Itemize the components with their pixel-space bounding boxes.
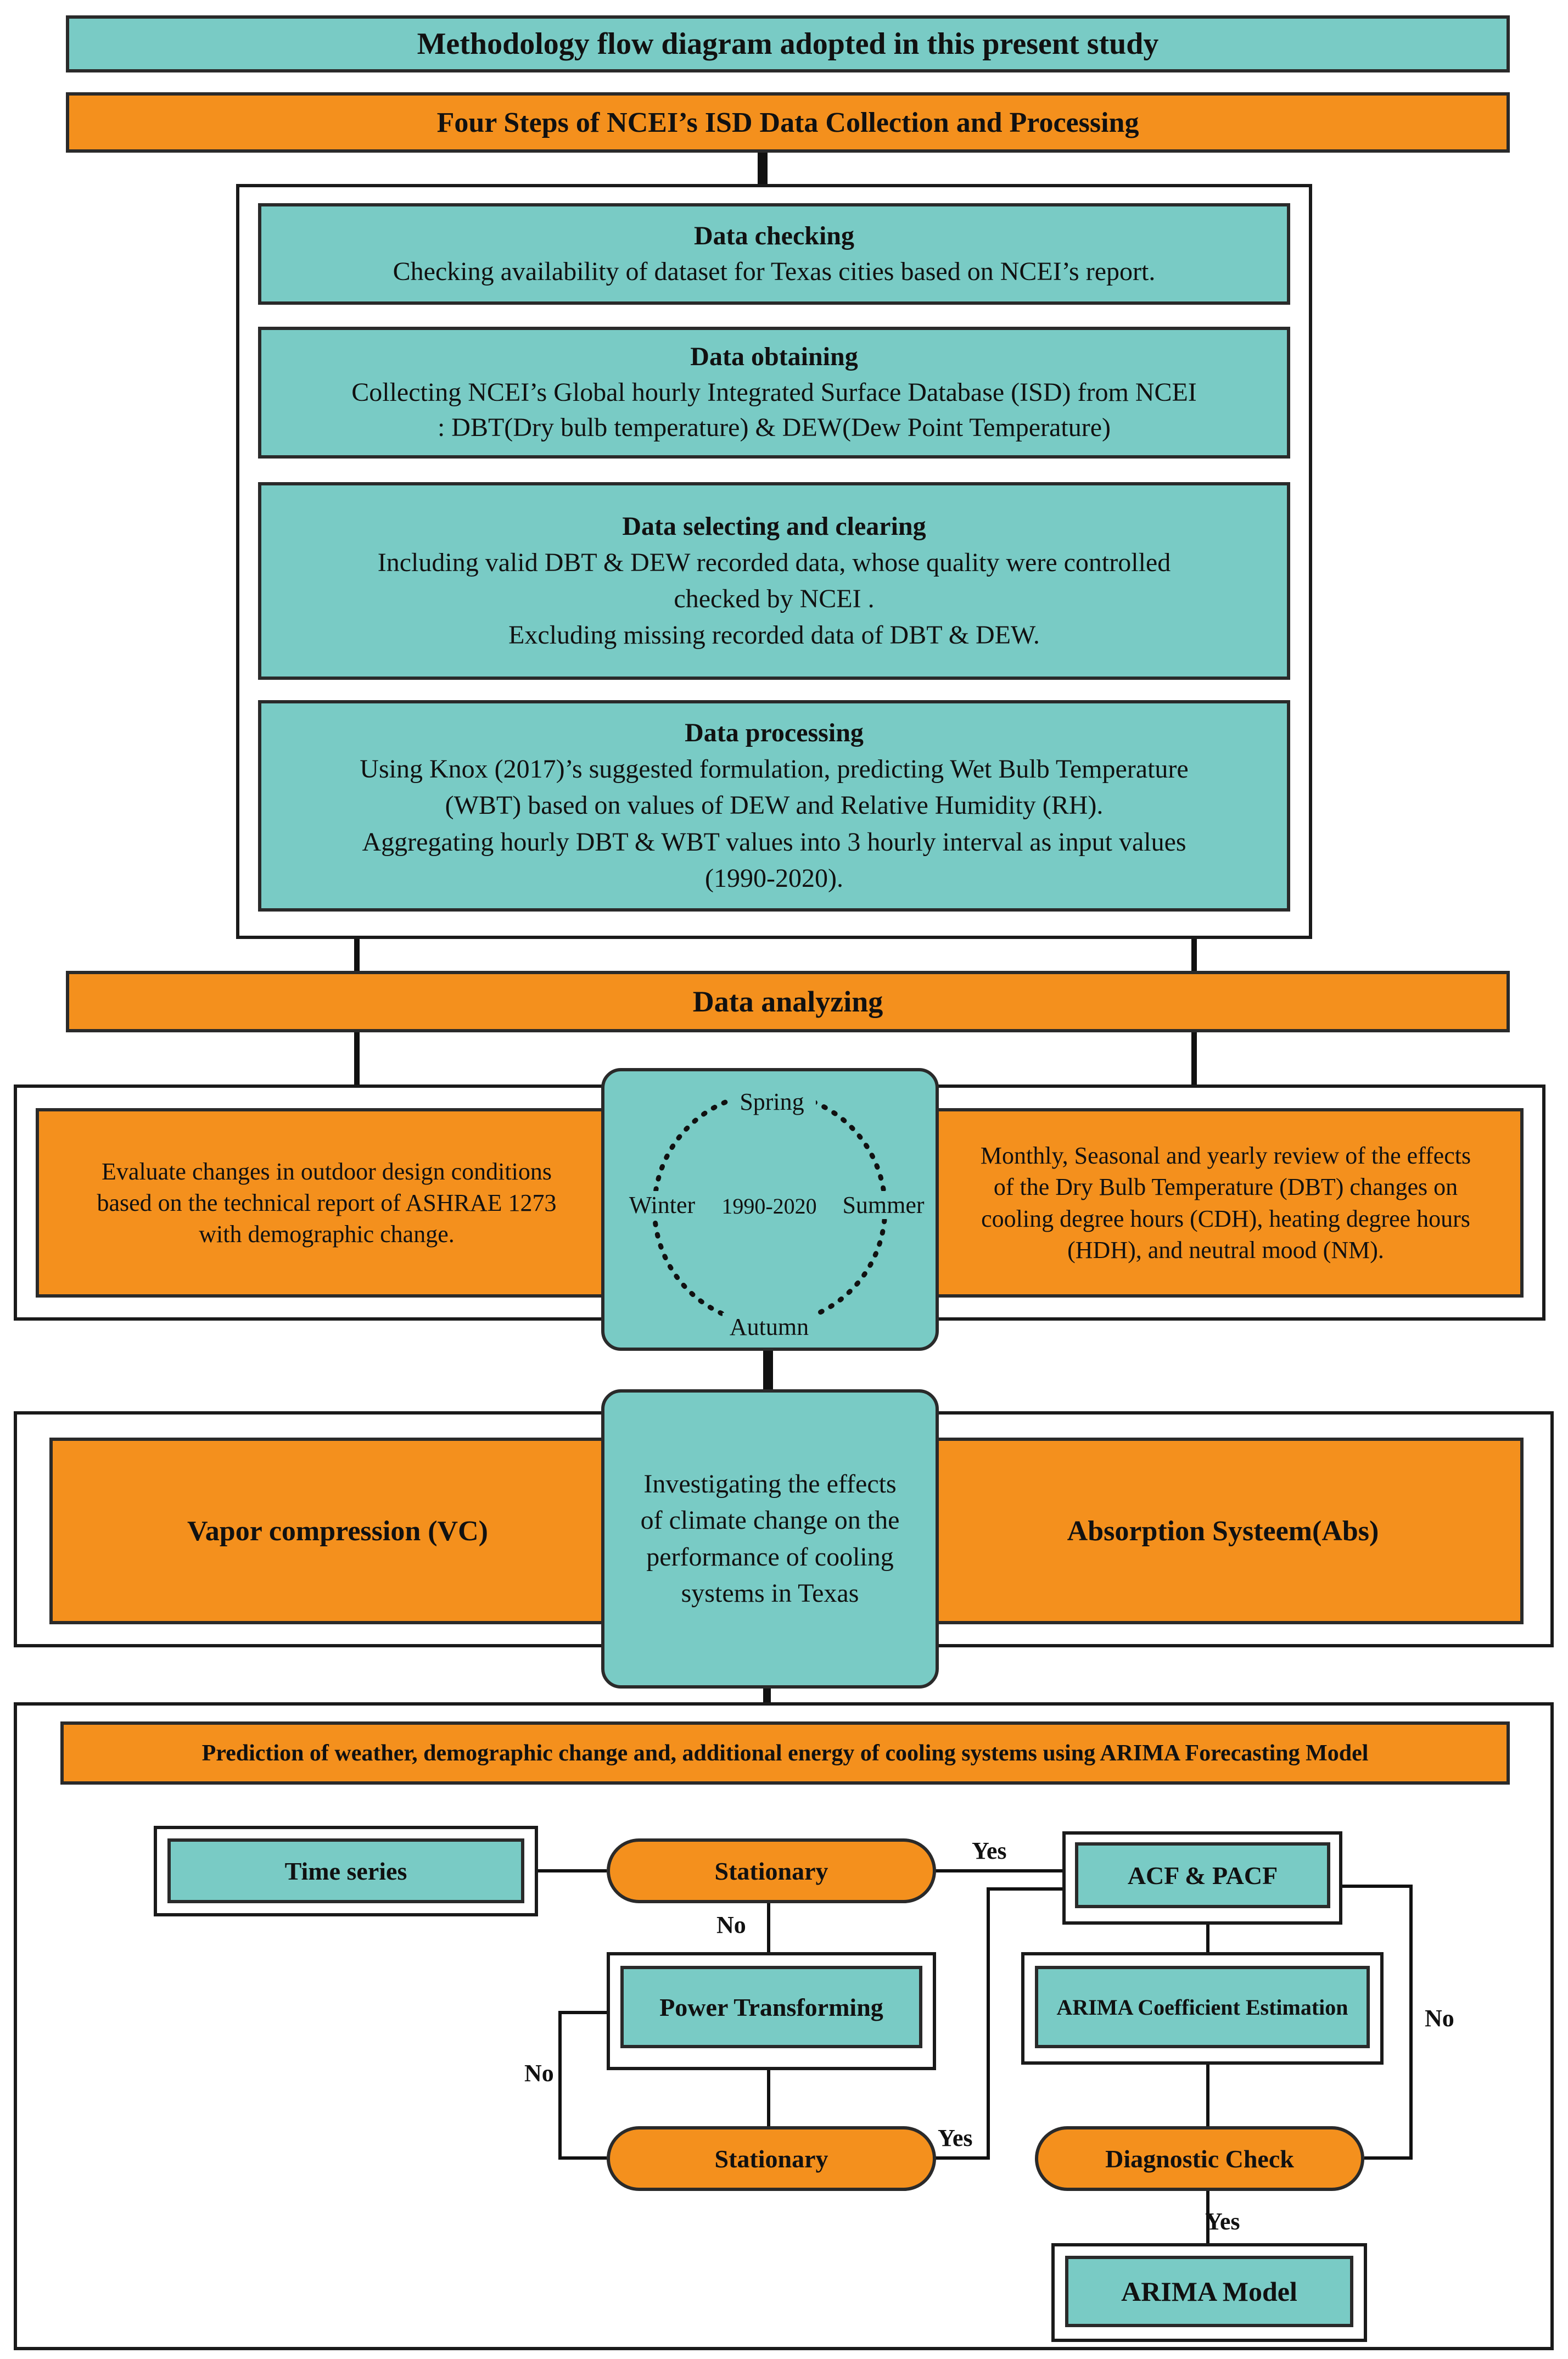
label-no-diagnostic: No <box>1425 2005 1454 2032</box>
systems-center-line: performance of cooling <box>646 1542 894 1572</box>
analysis-left-box: Evaluate changes in outdoor design condi… <box>36 1108 618 1298</box>
acf-pacf-text: ACF & PACF <box>1127 1861 1278 1890</box>
step-data-obtaining: Data obtaining Collecting NCEI’s Global … <box>258 327 1290 459</box>
label-yes-stationary-2: Yes <box>938 2125 973 2151</box>
coef-estimation-text: ARIMA Coefficient Estimation <box>1056 1994 1348 2020</box>
season-period: 1990-2020 <box>721 1194 817 1218</box>
connector-analyzing-left <box>354 1032 360 1087</box>
connector-header-steps <box>758 153 768 186</box>
season-winter: Winter <box>615 1191 709 1219</box>
step-data-processing: Data processing Using Knox (2017)’s sugg… <box>258 700 1290 912</box>
systems-center-line: systems in Texas <box>681 1578 859 1608</box>
coef-estimation-box: ARIMA Coefficient Estimation <box>1035 1966 1370 2048</box>
stationary-2-text: Stationary <box>714 2144 828 2173</box>
step-line: Excluding missing recorded data of DBT &… <box>508 621 1040 650</box>
data-analyzing-bar: Data analyzing <box>66 971 1510 1032</box>
label-no-stationary-2: No <box>524 2060 554 2087</box>
analysis-right-box: Monthly, Seasonal and yearly review of t… <box>928 1108 1524 1298</box>
analysis-right-line: Monthly, Seasonal and yearly review of t… <box>980 1142 1471 1170</box>
diagnostic-check-text: Diagnostic Check <box>1105 2144 1294 2173</box>
system-absorption: Absorption Systeem(Abs) <box>922 1438 1524 1624</box>
arima-header: Prediction of weather, demographic chang… <box>60 1721 1510 1785</box>
label-no-stationary-1: No <box>716 1911 746 1938</box>
step-line: (1990-2020). <box>705 863 843 893</box>
arima-header-text: Prediction of weather, demographic chang… <box>201 1740 1369 1766</box>
stationary-1: Stationary <box>607 1838 936 1903</box>
power-transforming-text: Power Transforming <box>659 1993 883 2021</box>
analysis-left-line: based on the technical report of ASHRAE … <box>97 1189 557 1216</box>
system-vapor-compression: Vapor compression (VC) <box>49 1438 626 1624</box>
step-line: Collecting NCEI’s Global hourly Integrat… <box>351 377 1197 407</box>
arima-model-text: ARIMA Model <box>1121 2276 1297 2307</box>
stationary-2: Stationary <box>607 2126 936 2191</box>
step-heading: Data obtaining <box>690 342 858 371</box>
season-autumn: Autumn <box>723 1313 816 1341</box>
step-line: Aggregating hourly DBT & WBT values into… <box>362 827 1186 857</box>
step-data-checking: Data checking Checking availability of d… <box>258 203 1290 305</box>
stationary-1-text: Stationary <box>714 1857 828 1885</box>
season-spring: Spring <box>728 1088 816 1116</box>
analysis-right-line: cooling degree hours (CDH), heating degr… <box>981 1205 1470 1232</box>
analysis-left-line: Evaluate changes in outdoor design condi… <box>102 1158 552 1185</box>
systems-center-line: Investigating the effects <box>643 1469 897 1499</box>
system-vc-text: Vapor compression (VC) <box>187 1515 488 1547</box>
diagram-title: Methodology flow diagram adopted in this… <box>66 15 1510 72</box>
acf-pacf-box: ACF & PACF <box>1075 1842 1330 1908</box>
connector-systems-arima <box>763 1689 771 1705</box>
connector-analyzing-right <box>1191 1032 1197 1087</box>
connector-cycle-systems <box>763 1351 773 1389</box>
analysis-right-line: of the Dry Bulb Temperature (DBT) change… <box>993 1173 1458 1201</box>
label-yes-diagnostic: Yes <box>1205 2208 1240 2235</box>
step-line: (WBT) based on values of DEW and Relativ… <box>445 791 1104 820</box>
analysis-left-line: with demographic change. <box>199 1221 455 1248</box>
step-line: Using Knox (2017)’s suggested formulatio… <box>360 754 1189 784</box>
label-yes-stationary-1: Yes <box>972 1837 1007 1864</box>
step-line: : DBT(Dry bulb temperature) & DEW(Dew Po… <box>437 413 1111 443</box>
systems-center-box: Investigating the effects of climate cha… <box>601 1389 939 1689</box>
step-heading: Data checking <box>694 221 854 250</box>
time-series-box: Time series <box>167 1838 524 1903</box>
systems-center-line: of climate change on the <box>640 1506 900 1535</box>
step-heading: Data selecting and clearing <box>622 511 926 541</box>
diagnostic-check: Diagnostic Check <box>1035 2126 1364 2191</box>
diagram-title-text: Methodology flow diagram adopted in this… <box>417 27 1159 61</box>
step-heading: Data processing <box>685 718 864 747</box>
data-analyzing-text: Data analyzing <box>692 985 883 1018</box>
time-series-text: Time series <box>284 1857 407 1885</box>
step-line: Checking availability of dataset for Tex… <box>393 256 1156 286</box>
system-abs-text: Absorption Systeem(Abs) <box>1067 1515 1379 1547</box>
connector-right <box>1191 939 1197 972</box>
step-line: checked by NCEI . <box>674 584 875 613</box>
four-steps-header-text: Four Steps of NCEI’s ISD Data Collection… <box>436 107 1139 138</box>
analysis-right-line: (HDH), and neutral mood (NM). <box>1067 1236 1384 1264</box>
season-cycle-box: Spring Autumn Winter Summer 1990-2020 <box>601 1068 939 1351</box>
step-line: Including valid DBT & DEW recorded data,… <box>377 547 1171 577</box>
arima-model-box: ARIMA Model <box>1065 2256 1353 2327</box>
connector-left <box>354 939 360 972</box>
season-summer: Summer <box>834 1191 933 1219</box>
four-steps-header: Four Steps of NCEI’s ISD Data Collection… <box>66 92 1510 153</box>
power-transforming-box: Power Transforming <box>620 1966 922 2048</box>
step-data-selecting: Data selecting and clearing Including va… <box>258 482 1290 680</box>
